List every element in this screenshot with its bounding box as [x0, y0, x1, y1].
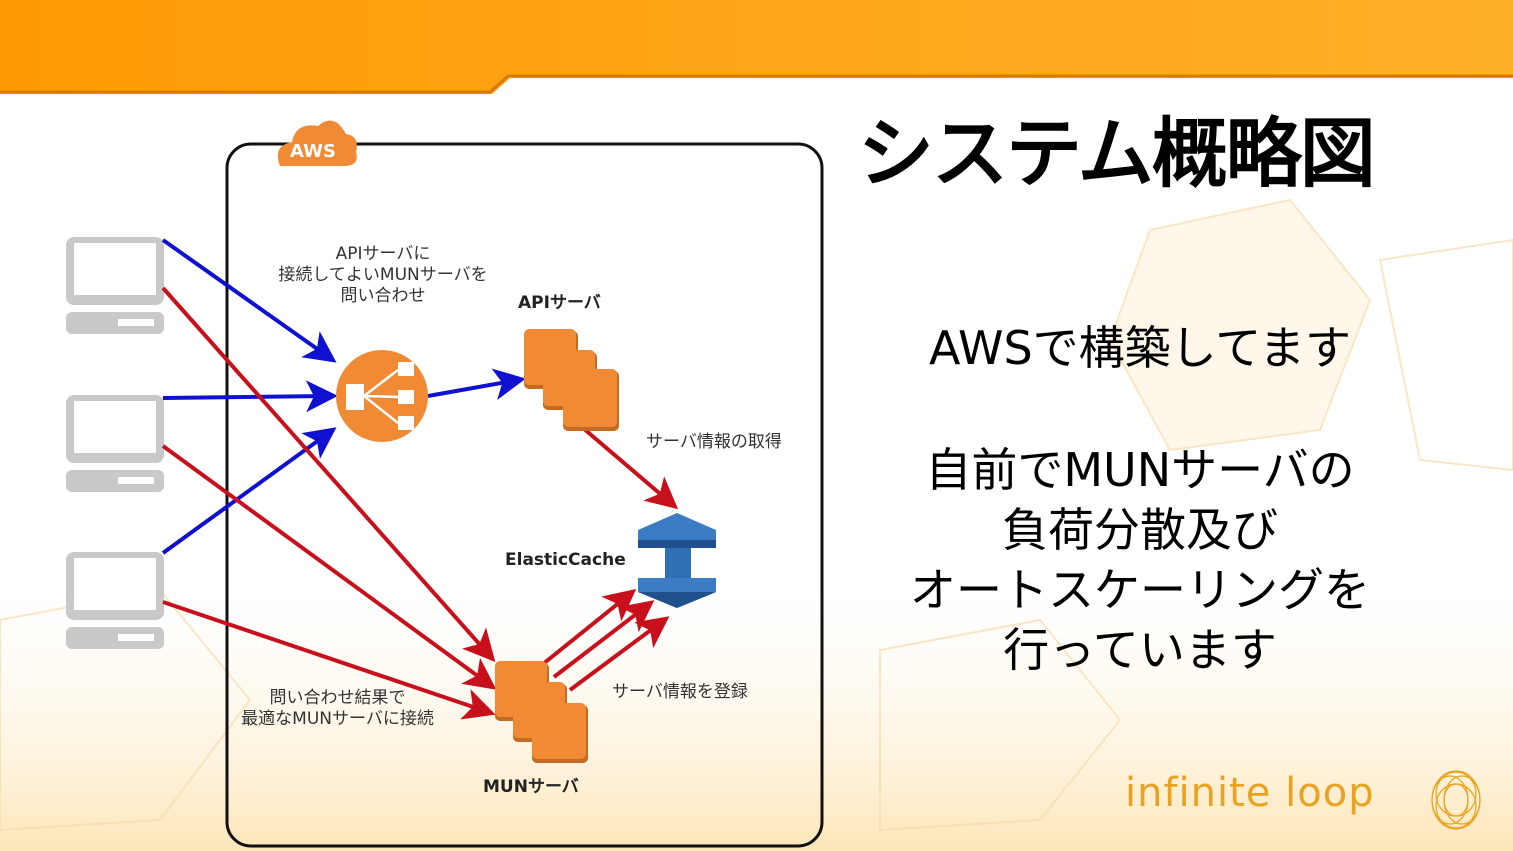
- register-server-info-label: サーバ情報を登録: [612, 682, 748, 702]
- body-line-2: 負荷分散及び: [1002, 503, 1278, 557]
- client-computer-icon: [66, 395, 164, 492]
- api-server-icon: [524, 329, 619, 431]
- body-line-4: 行っています: [1003, 623, 1277, 677]
- client-computer-icon: [66, 237, 164, 334]
- connect-result-label: 問い合わせ結果で 最適なMUNサーバに接続: [230, 688, 445, 730]
- label-line: APIサーバに: [335, 244, 431, 264]
- body-line-3: オートスケーリングを: [910, 563, 1370, 617]
- api-server-label: APIサーバ: [518, 293, 601, 313]
- elasticache-label: ElasticCache: [505, 550, 626, 570]
- label-line: 最適なMUNサーバに接続: [241, 709, 434, 729]
- label-line: 接続してよいMUNサーバを: [278, 265, 488, 285]
- api-query-label: APIサーバに 接続してよいMUNサーバを 問い合わせ: [258, 244, 508, 307]
- load-balancer-icon: [336, 350, 428, 442]
- slide-title: システム概略図: [858, 109, 1376, 198]
- company-logo-text: infinite loop: [1125, 770, 1375, 816]
- body-line-1: 自前でMUNサーバの: [925, 443, 1355, 497]
- aws-cloud-icon: AWS: [277, 120, 357, 166]
- label-line: 問い合わせ: [340, 286, 426, 306]
- label-line: 問い合わせ結果で: [269, 688, 406, 708]
- elasticache-icon: [638, 513, 716, 608]
- mun-server-label: MUNサーバ: [483, 777, 579, 797]
- header-band: [0, 0, 1513, 94]
- loop-logo-icon: [1431, 770, 1481, 830]
- mun-server-icon: [495, 661, 588, 763]
- get-server-info-label: サーバ情報の取得: [646, 432, 782, 452]
- client-computer-icon: [66, 552, 164, 649]
- connect-arrows: [161, 286, 679, 720]
- aws-badge-text: AWS: [290, 141, 336, 162]
- query-arrows: [161, 238, 526, 555]
- body-line-aws: AWSで構築してます: [929, 321, 1351, 375]
